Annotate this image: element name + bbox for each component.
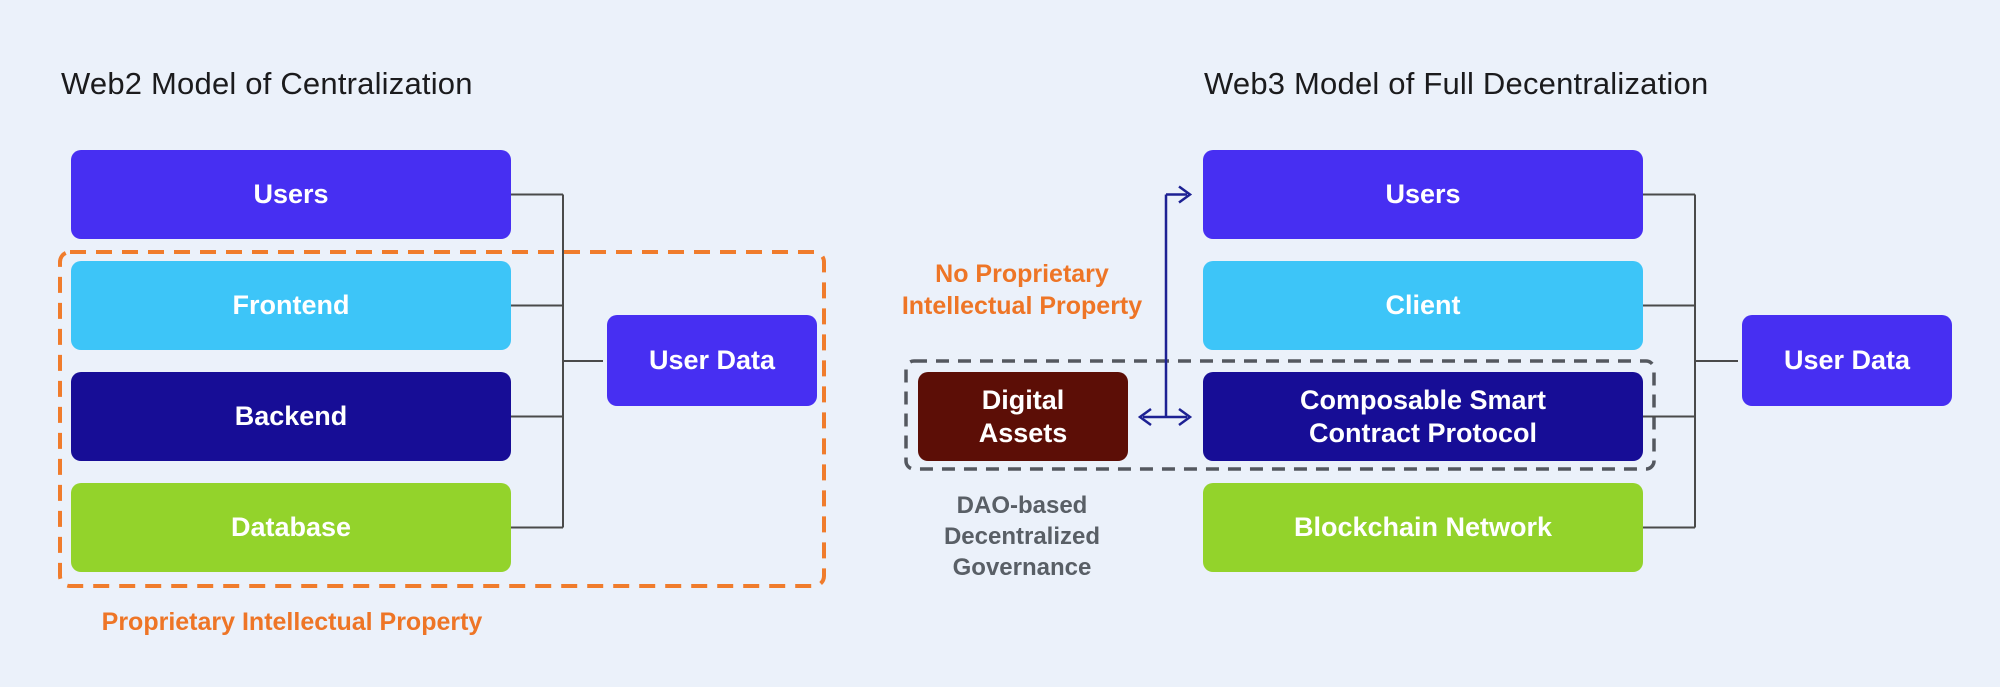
web3-blockchain-label: Blockchain Network xyxy=(1293,512,1553,542)
web2-users-box: Users xyxy=(71,150,511,239)
dao-governance-line2: Decentralized xyxy=(943,523,1101,550)
digital-assets-label-line1: Digital xyxy=(981,384,1065,415)
no-proprietary-ip-line1: No Proprietary xyxy=(935,260,1109,288)
right-connector-lines xyxy=(1643,193,1738,529)
web2-title: Web2 Model of Centralization xyxy=(61,66,473,101)
dao-governance-label: DAO-based Decentralized Governance xyxy=(872,490,1172,583)
dao-governance-line3: Governance xyxy=(952,554,1092,581)
left-connector-lines xyxy=(511,193,603,529)
web2-database-label: Database xyxy=(230,512,352,542)
web3-users-box: Users xyxy=(1203,150,1643,239)
web3-blockchain-box: Blockchain Network xyxy=(1203,483,1643,572)
web3-client-box: Client xyxy=(1203,261,1643,350)
web2-user-data-label: User Data xyxy=(648,345,776,375)
web3-user-data-label: User Data xyxy=(1783,345,1911,375)
web2-backend-box: Backend xyxy=(71,372,511,461)
web3-user-data-box: User Data xyxy=(1742,315,1952,406)
web3-users-label: Users xyxy=(1385,179,1461,209)
web2-database-box: Database xyxy=(71,483,511,572)
web2-backend-label: Backend xyxy=(234,401,348,431)
web2-frontend-label: Frontend xyxy=(232,290,350,320)
web2-user-data-box: User Data xyxy=(607,315,817,406)
no-proprietary-ip-line2: Intellectual Property xyxy=(901,292,1143,320)
web3-client-label: Client xyxy=(1385,290,1461,320)
smart-contract-label-line1: Composable Smart xyxy=(1299,384,1547,415)
proprietary-ip-label: Proprietary Intellectual Property xyxy=(101,608,483,636)
digital-assets-label-line2: Assets xyxy=(978,417,1068,448)
web2-users-label: Users xyxy=(253,179,329,209)
web3-smart-contract-box: Composable Smart Contract Protocol xyxy=(1203,372,1643,461)
no-proprietary-ip-label: No Proprietary Intellectual Property xyxy=(872,258,1172,322)
web2-frontend-box: Frontend xyxy=(71,261,511,350)
web3-title: Web3 Model of Full Decentralization xyxy=(1204,66,1709,101)
digital-assets-box: Digital Assets xyxy=(918,372,1128,461)
smart-contract-label-line2: Contract Protocol xyxy=(1308,417,1537,448)
dao-governance-line1: DAO-based xyxy=(956,492,1088,519)
